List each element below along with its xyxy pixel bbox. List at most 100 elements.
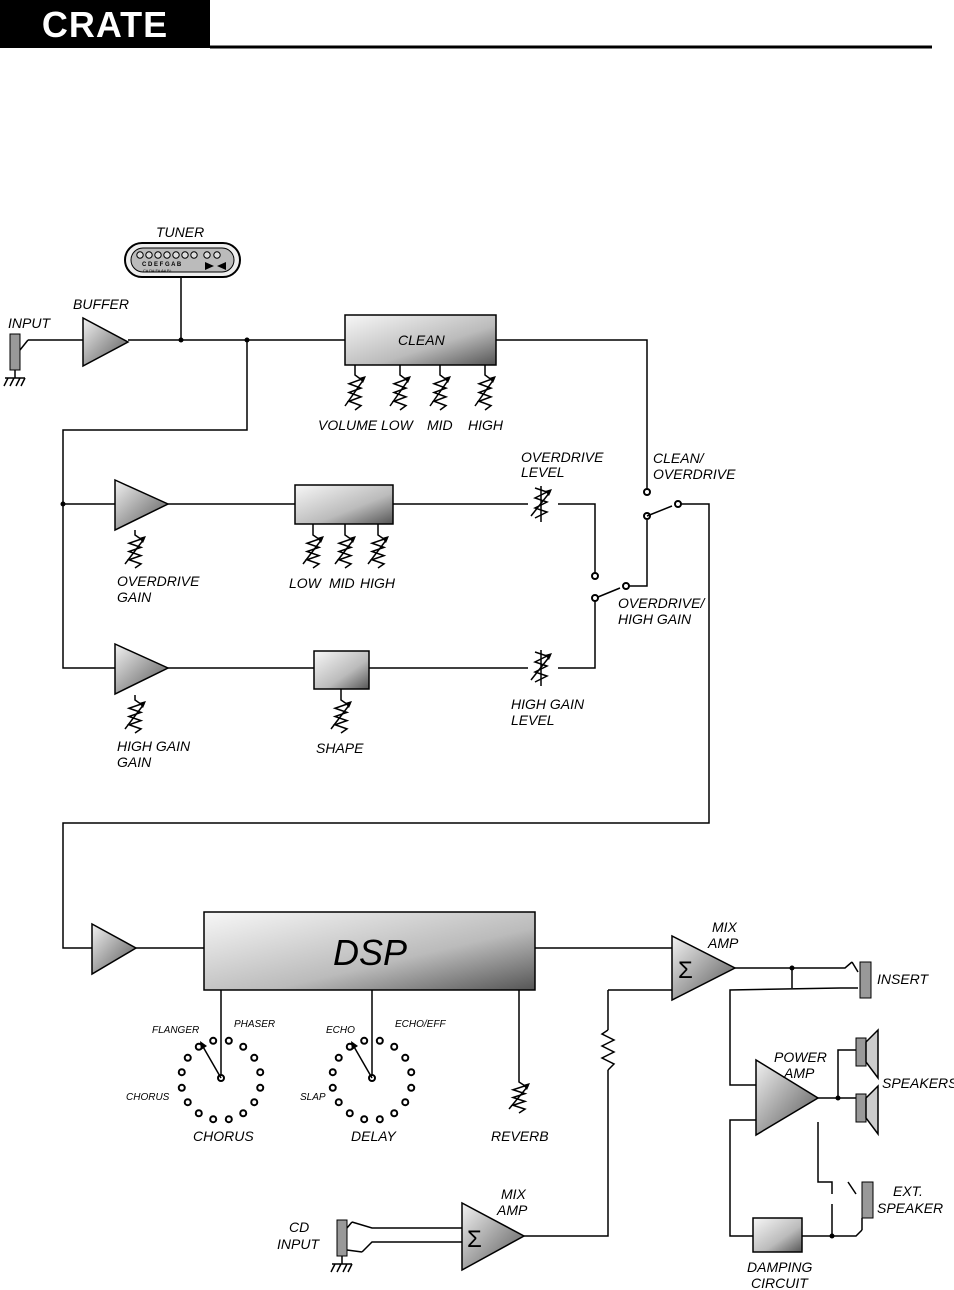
selector-position[interactable]: [390, 1109, 399, 1118]
overdrive-highgain-switch[interactable]: [591, 572, 630, 602]
mix-amp-label: MIX: [712, 919, 738, 935]
selector-position[interactable]: [407, 1083, 416, 1092]
slap-label: SLAP: [300, 1092, 326, 1103]
selector-position[interactable]: [239, 1109, 248, 1118]
selector-position[interactable]: [256, 1083, 265, 1092]
selector-position[interactable]: [239, 1042, 248, 1051]
selector-position[interactable]: [256, 1068, 265, 1077]
delay-label: DELAY: [351, 1128, 398, 1144]
cd-mix-amp-label-2: AMP: [496, 1202, 528, 1218]
selector-position[interactable]: [194, 1109, 203, 1118]
mid-label: MID: [427, 417, 453, 433]
selector-position[interactable]: [177, 1068, 186, 1077]
volume-label: VOLUME: [318, 417, 378, 433]
overdrive-gain-label-2: GAIN: [117, 589, 152, 605]
pointer-arrow-icon: [351, 1041, 358, 1050]
selector-position[interactable]: [209, 1036, 218, 1045]
overdrive-eq-block: [294, 484, 394, 525]
tuner-led: [136, 251, 144, 259]
selector-position[interactable]: [328, 1083, 337, 1092]
high-gain-gain-pot[interactable]: [124, 695, 146, 734]
clean-overdrive-switch[interactable]: [643, 488, 682, 520]
ext-speaker-label: EXT.: [893, 1183, 923, 1199]
selector-position[interactable]: [250, 1098, 259, 1107]
delay-selector-knob[interactable]: [328, 1036, 416, 1124]
high-gain-level-pot[interactable]: [530, 650, 552, 686]
insert-label: INSERT: [877, 971, 930, 987]
selector-position[interactable]: [224, 1115, 233, 1124]
header: CRATE: [0, 0, 932, 49]
selector-position[interactable]: [407, 1068, 416, 1077]
selector-position[interactable]: [390, 1042, 399, 1051]
shape-pot[interactable]: [330, 689, 352, 734]
od-mid-label: MID: [329, 575, 355, 591]
reverb-pot[interactable]: [508, 1078, 530, 1114]
shape-block: [313, 650, 370, 690]
dsp-input-amp: [91, 922, 138, 976]
selector-position[interactable]: [375, 1115, 384, 1124]
low-label: LOW: [381, 417, 415, 433]
selector-position[interactable]: [360, 1115, 369, 1124]
echo-label: ECHO: [326, 1025, 355, 1036]
tuner-led: [181, 251, 189, 259]
labels: TUNER BUFFER INPUT CLEAN VOLUME LOW MID …: [8, 224, 954, 1290]
selector-position[interactable]: [345, 1109, 354, 1118]
cd-input-label-2: INPUT: [277, 1236, 320, 1252]
selector-position[interactable]: [183, 1053, 192, 1062]
selector-position[interactable]: [375, 1036, 384, 1045]
overdrive-gain-pot[interactable]: [124, 530, 146, 569]
clean-overdrive-label: CLEAN/: [653, 450, 706, 466]
chorus-selector-knob[interactable]: [177, 1036, 265, 1124]
buffer-amp: [82, 316, 130, 368]
tuner-led: [163, 251, 171, 259]
damping-circuit-label: DAMPING: [747, 1259, 812, 1275]
selector-position[interactable]: [328, 1068, 337, 1077]
tuner-led: [154, 251, 162, 259]
selector-position[interactable]: [360, 1036, 369, 1045]
high-pot[interactable]: [474, 365, 496, 411]
speaker-icon: [865, 1028, 879, 1081]
selector-position[interactable]: [209, 1115, 218, 1124]
overdrive-highgain-label: OVERDRIVE/: [618, 595, 706, 611]
speakers: [855, 1028, 879, 1137]
ground-icon: [330, 1256, 353, 1273]
selector-position[interactable]: [401, 1053, 410, 1062]
overdrive-level-label-2: LEVEL: [521, 464, 565, 480]
selector-position[interactable]: [250, 1053, 259, 1062]
tuner-led: [190, 251, 198, 259]
cd-input-jack[interactable]: [330, 1219, 363, 1273]
dsp-label: DSP: [333, 932, 407, 973]
sigma-icon: Σ: [467, 1226, 482, 1253]
od-high-pot[interactable]: [367, 524, 389, 569]
flanger-label: FLANGER: [152, 1025, 199, 1036]
speaker-icon: [865, 1084, 879, 1137]
od-low-label: LOW: [289, 575, 323, 591]
pointer-arrow-icon: [200, 1041, 207, 1050]
selector-position[interactable]: [224, 1036, 233, 1045]
low-pot[interactable]: [389, 365, 411, 411]
tuner-led: [145, 251, 153, 259]
volume-pot[interactable]: [344, 365, 366, 411]
mid-pot[interactable]: [429, 365, 451, 411]
od-low-pot[interactable]: [302, 524, 324, 569]
clean-overdrive-label-2: OVERDRIVE: [653, 466, 736, 482]
mix-amp: [671, 934, 737, 1002]
logo-block: [0, 0, 210, 48]
selector-position[interactable]: [177, 1083, 186, 1092]
selector-position[interactable]: [401, 1098, 410, 1107]
buffer-label: BUFFER: [73, 296, 129, 312]
input-jack[interactable]: [3, 333, 29, 387]
power-amp: [755, 1058, 820, 1137]
selector-position[interactable]: [334, 1098, 343, 1107]
selector-position[interactable]: [334, 1053, 343, 1062]
selector-position[interactable]: [183, 1098, 192, 1107]
insert-jack[interactable]: [840, 961, 872, 999]
overdrive-gain-label: OVERDRIVE: [117, 573, 200, 589]
overdrive-level-pot[interactable]: [530, 486, 552, 522]
tuner-led: [203, 251, 211, 259]
ext-speaker-jack[interactable]: [847, 1181, 874, 1230]
od-mid-pot[interactable]: [334, 524, 356, 569]
tuner-sharps: C# D# F# A# B♭: [143, 268, 172, 273]
power-amp-label: POWER: [774, 1049, 827, 1065]
